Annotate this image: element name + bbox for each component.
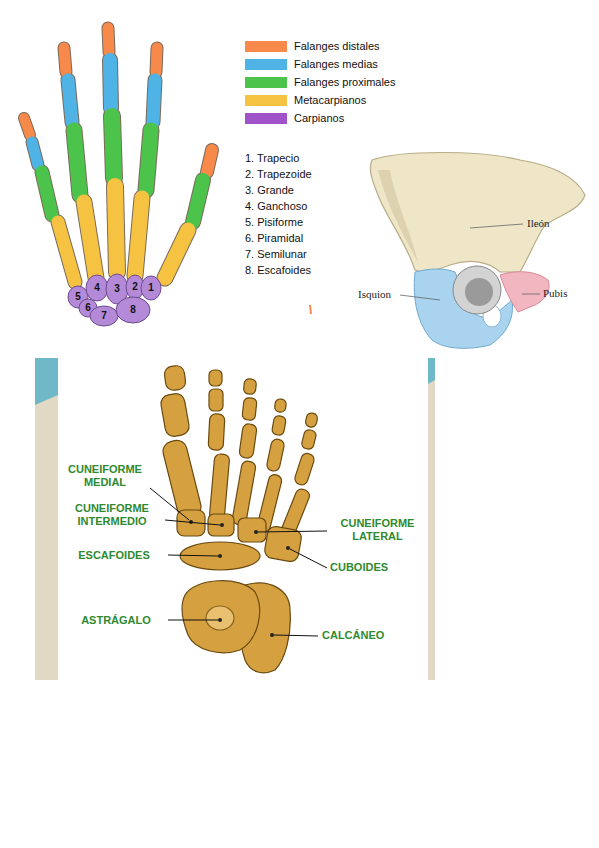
part-label: Ileón bbox=[527, 217, 587, 230]
part-label: ESCAFOIDES bbox=[62, 549, 166, 562]
list-item: 5. Pisiforme bbox=[245, 216, 355, 229]
list-item: 8. Escafoides bbox=[245, 264, 355, 277]
foot-dots bbox=[189, 520, 290, 637]
callout-number: 8 bbox=[127, 304, 139, 316]
callout-number: 6 bbox=[82, 302, 94, 314]
legend-swatch bbox=[245, 113, 287, 124]
hand-bones bbox=[24, 28, 212, 282]
list-item: 4. Ganchoso bbox=[245, 200, 355, 213]
foot-bones bbox=[160, 365, 319, 673]
list-item: 6. Piramidal bbox=[245, 232, 355, 245]
carpal-bones bbox=[68, 274, 161, 326]
legend-text: Metacarpianos bbox=[294, 94, 366, 106]
part-label: CUNEIFORME MEDIAL bbox=[60, 463, 150, 488]
part-label: ASTRÁGALO bbox=[66, 614, 166, 627]
legend-swatch bbox=[245, 77, 287, 88]
legend-swatch bbox=[245, 41, 287, 52]
callout-number: 7 bbox=[98, 310, 110, 322]
legend-text: Falanges distales bbox=[294, 40, 380, 52]
list-item: 7. Semilunar bbox=[245, 248, 355, 261]
callout-number: 2 bbox=[129, 281, 141, 293]
callout-number: 1 bbox=[145, 282, 157, 294]
part-label: CALCÁNEO bbox=[322, 629, 417, 642]
legend-text: Falanges proximales bbox=[294, 76, 396, 88]
leader-lines bbox=[150, 488, 327, 636]
foot-panel bbox=[35, 358, 435, 680]
part-label: CUNEIFORME LATERAL bbox=[330, 517, 425, 542]
list-item: 1. Trapecio bbox=[245, 152, 355, 165]
mark bbox=[310, 305, 311, 314]
legend-swatch bbox=[245, 95, 287, 106]
part-label: CUNEIFORME INTERMEDIO bbox=[60, 502, 164, 527]
legend-text: Falanges medias bbox=[294, 58, 378, 70]
part-label: Isquion bbox=[358, 288, 402, 301]
callout-number: 3 bbox=[111, 283, 123, 295]
list-item: 2. Trapezoide bbox=[245, 168, 355, 181]
callout-number: 4 bbox=[91, 282, 103, 294]
list-item: 3. Grande bbox=[245, 184, 355, 197]
pelvis bbox=[370, 153, 585, 349]
callout-number: 5 bbox=[72, 291, 84, 303]
part-label: Pubis bbox=[543, 287, 593, 300]
part-label: CUBOIDES bbox=[330, 561, 425, 574]
legend-swatch bbox=[245, 59, 287, 70]
legend-text: Carpianos bbox=[294, 112, 344, 124]
